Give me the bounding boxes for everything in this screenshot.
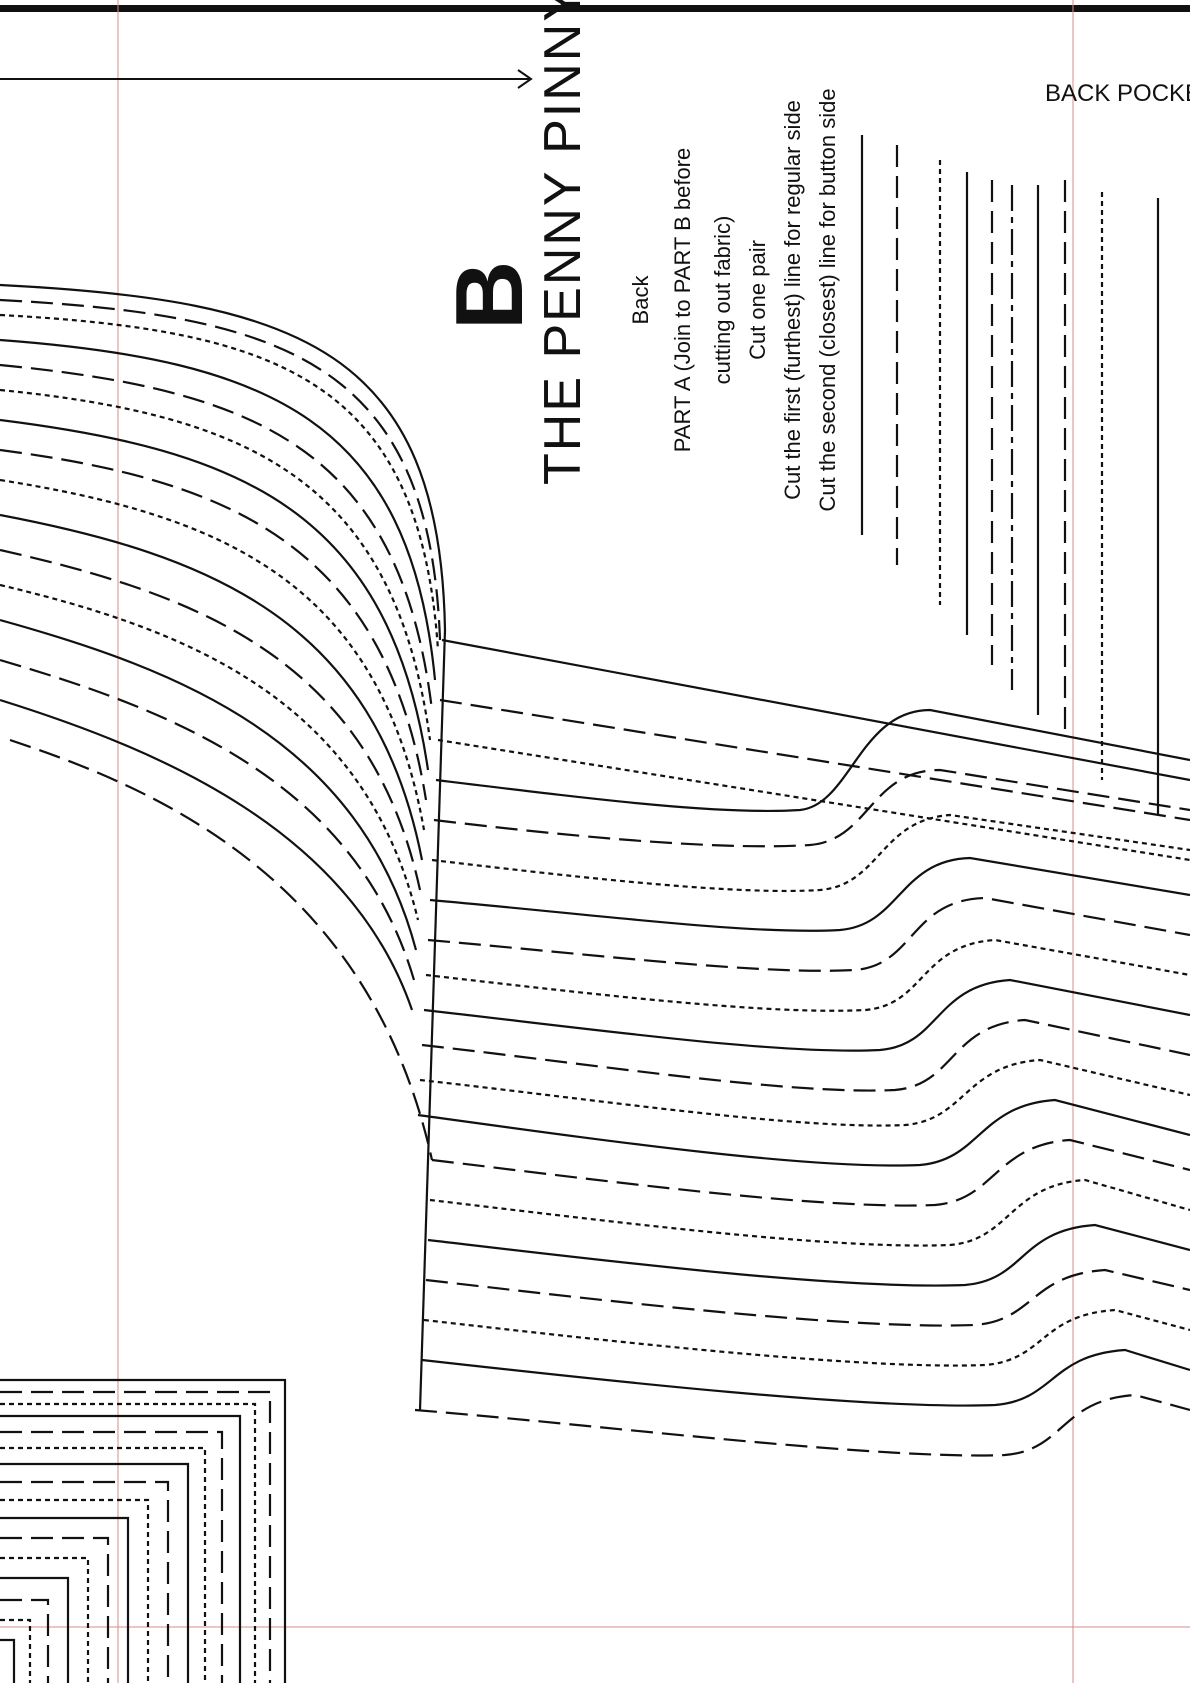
corner-size-lines [0, 1378, 287, 1683]
top-border [0, 5, 1190, 12]
instruction-line-4: Cut one pair [745, 240, 770, 360]
instruction-line-5: Cut the first (furthest) line for regula… [780, 100, 805, 500]
pattern-title: THE PENNY PINNY [534, 0, 592, 485]
instruction-line-2: PART A (Join to PART B before [670, 148, 695, 453]
pocket-size-lines [860, 135, 1160, 815]
piece-letter: B [436, 261, 543, 330]
adjacent-piece-label: BACK POCKE [1045, 80, 1190, 107]
instruction-line-6: Cut the second (closest) line for button… [815, 88, 840, 511]
back-piece-size-lines [0, 283, 1190, 1457]
pattern-label-block: B THE PENNY PINNY Back PART A (Join to P… [436, 0, 840, 512]
instruction-line-3: cutting out fabric) [710, 216, 735, 385]
grainline-arrow [0, 69, 533, 89]
instruction-line-1: Back [628, 275, 653, 325]
